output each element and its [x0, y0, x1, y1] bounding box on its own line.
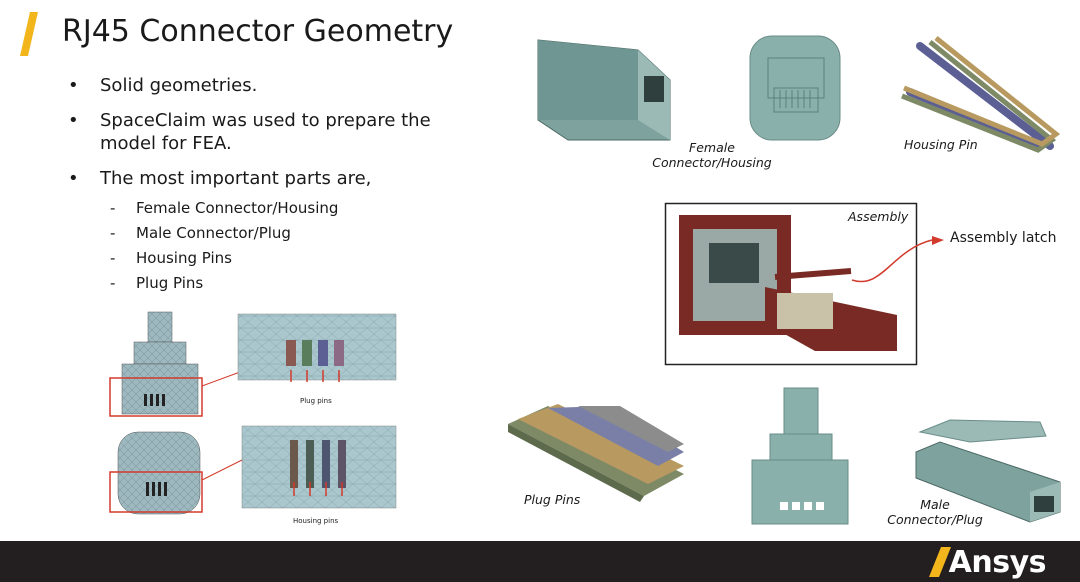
assembly-figure [664, 202, 918, 366]
footer-bar: Ansys [0, 541, 1080, 582]
female-connector-front-figure [749, 35, 841, 141]
slide-title: RJ45 Connector Geometry [62, 14, 454, 49]
assembly-latch-arrow [851, 236, 944, 283]
ansys-logo-slash-icon [928, 547, 951, 577]
bullet-item: SpaceClaim was used to prepare the model… [66, 109, 446, 155]
assembly-label: Assembly [848, 209, 909, 224]
male-connector-label-text: Male Connector/Plug [887, 497, 983, 527]
housing-pin-label: Housing Pin [904, 137, 978, 152]
male-connector-label: Male Connector/Plug [880, 497, 990, 527]
sub-bullet-item: Housing Pins [100, 246, 446, 271]
sub-bullet-item: Female Connector/Housing [100, 196, 446, 221]
plug-pins-label: Plug Pins [524, 492, 581, 507]
female-connector-label: Female Connector/Housing [652, 140, 772, 170]
bullet-text: The most important parts are, [100, 168, 372, 189]
sub-bullet-item: Male Connector/Plug [100, 221, 446, 246]
female-connector-label-text: Female Connector/Housing [652, 140, 772, 170]
housing-pins-caption: Housing pins [293, 517, 339, 525]
title-accent-slash [20, 12, 38, 56]
bullet-list: Solid geometries. SpaceClaim was used to… [66, 74, 446, 308]
ansys-logo-text: Ansys [948, 544, 1047, 580]
sub-bullet-list: Female Connector/Housing Male Connector/… [100, 196, 446, 296]
assembly-latch-label: Assembly latch [950, 230, 1057, 246]
plug-pins-caption: Plug pins [300, 397, 332, 405]
ansys-logo: Ansys [928, 544, 1047, 580]
plug-pins-figure [508, 404, 684, 502]
housing-pin-figure [901, 36, 1061, 153]
sub-bullet-item: Plug Pins [100, 271, 446, 296]
bullet-item: Solid geometries. [66, 74, 446, 97]
female-connector-figure [537, 39, 671, 141]
plug-mesh-figure [109, 311, 397, 515]
bullet-item: The most important parts are, Female Con… [66, 167, 446, 296]
male-connector-figure [915, 419, 1061, 523]
male-connector-front-figure [751, 387, 849, 525]
